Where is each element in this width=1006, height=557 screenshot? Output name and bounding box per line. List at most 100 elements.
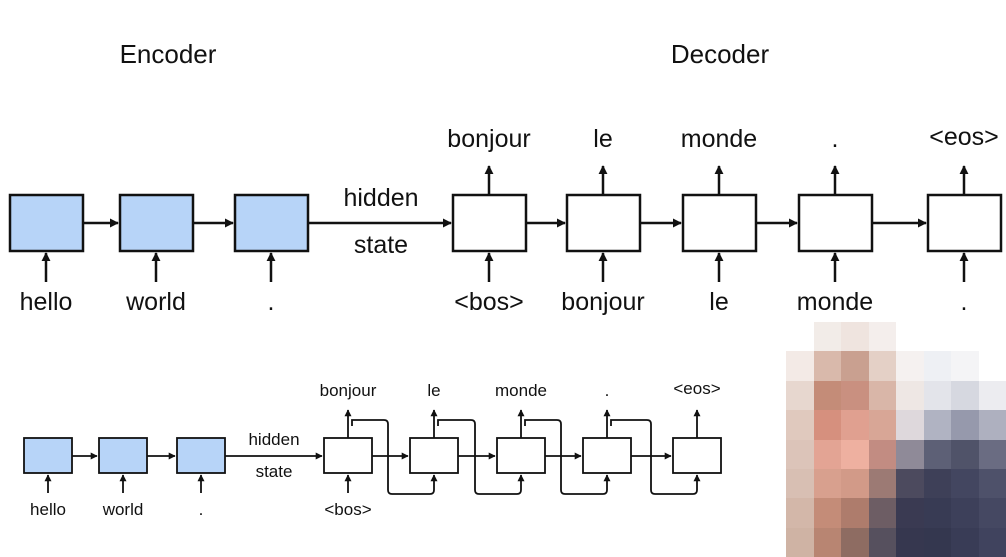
encoder-heading: Encoder (120, 39, 217, 69)
pixel-block (951, 527, 979, 557)
pixel-block (841, 380, 869, 411)
bottom-decoder-cell-1 (323, 437, 373, 474)
pixel-block (978, 410, 1006, 440)
bottom-encoder-cell-2 (98, 437, 148, 474)
pixel-block (841, 322, 869, 352)
pixel-block (951, 498, 979, 528)
top-decoder-cell-3 (681, 193, 758, 253)
bottom-decoder-cell-2 (409, 437, 459, 474)
pixel-block (896, 527, 924, 557)
pixel-block (923, 468, 951, 499)
bottom-feedback-loop-2 (437, 419, 525, 495)
pixel-block (896, 322, 924, 352)
decoder-heading: Decoder (671, 39, 770, 69)
bottom-dec-output-monde: monde (495, 381, 547, 400)
pixel-block (951, 322, 979, 352)
top-decoder-cell-2 (565, 193, 642, 253)
pixel-block (978, 439, 1006, 469)
pixel-block (786, 468, 814, 499)
pixel-block (786, 410, 814, 440)
pixel-block (813, 322, 841, 352)
top-dec-input-bos: <bos> (454, 288, 524, 316)
pixel-block (978, 527, 1006, 557)
pixel-block (868, 439, 896, 469)
bottom-dec-output-eos: <eos> (673, 379, 720, 398)
bottom-enc-input-world: world (102, 500, 144, 519)
pixel-block (896, 498, 924, 528)
top-hidden-state: hidden state (308, 184, 452, 259)
top-dec-output-period: . (832, 125, 839, 153)
pixel-block (786, 439, 814, 469)
top-encoder-cell-1 (8, 193, 85, 253)
bottom-encoder-cell-1 (23, 437, 73, 474)
pixel-block (896, 410, 924, 440)
bottom-dec-input-bos: <bos> (324, 500, 371, 519)
top-dec-input-bonjour: bonjour (561, 288, 644, 316)
bottom-encoder-cell-3 (176, 437, 226, 474)
pixel-block (841, 439, 869, 469)
bottom-enc-input-period: . (199, 500, 204, 519)
pixel-block (813, 468, 841, 499)
pixel-block (896, 439, 924, 469)
pixel-block (868, 498, 896, 528)
pixel-block (978, 322, 1006, 352)
pixel-block (868, 351, 896, 381)
pixel-block (923, 380, 951, 411)
pixel-block (896, 468, 924, 499)
pixel-block (786, 527, 814, 557)
pixel-block (786, 351, 814, 381)
pixel-block (813, 439, 841, 469)
top-enc-input-period: . (268, 288, 275, 316)
pixel-block (813, 410, 841, 440)
bottom-enc-input-hello: hello (30, 500, 66, 519)
pixel-block (841, 527, 869, 557)
top-encoder: hello world . (8, 193, 310, 316)
bottom-feedback-loop-3 (524, 419, 611, 495)
top-encoder-cell-3 (233, 193, 310, 253)
pixel-block (868, 468, 896, 499)
top-decoder-cell-1 (451, 193, 528, 253)
top-dec-input-monde: monde (797, 288, 873, 316)
bottom-decoder-cell-4 (582, 437, 632, 474)
pixel-block (841, 498, 869, 528)
pixel-block (923, 498, 951, 528)
pixel-block (951, 351, 979, 381)
bottom-hidden-state: hidden state (225, 430, 323, 481)
top-decoder-cell-5 (926, 193, 1003, 253)
pixel-block (786, 498, 814, 528)
bottom-decoder-cell-5 (672, 437, 722, 474)
pixel-block (841, 351, 869, 381)
pixel-block (813, 351, 841, 381)
bottom-decoder-cell-3 (496, 437, 546, 474)
pixel-block (841, 468, 869, 499)
top-dec-output-eos: <eos> (929, 123, 999, 151)
pixel-block (841, 410, 869, 440)
pixel-block (951, 468, 979, 499)
top-dec-output-le: le (593, 125, 612, 153)
pixel-block (868, 380, 896, 411)
top-state-label: state (354, 231, 408, 259)
bottom-state-label: state (256, 462, 293, 481)
pixel-block (923, 410, 951, 440)
pixel-block (978, 498, 1006, 528)
bottom-feedback-loop-1 (351, 419, 438, 495)
pixel-block (923, 527, 951, 557)
pixel-block (923, 351, 951, 381)
pixel-block (868, 322, 896, 352)
pixel-block (813, 380, 841, 411)
pixel-block (978, 351, 1006, 381)
top-enc-input-world: world (125, 288, 186, 316)
pixel-block (923, 322, 951, 352)
pixel-block (786, 322, 814, 352)
top-decoder-cell-4 (797, 193, 874, 253)
pixel-block (951, 410, 979, 440)
pixel-block (896, 380, 924, 411)
pixel-block (951, 439, 979, 469)
bottom-feedback-loop-4 (610, 419, 701, 495)
top-enc-input-hello: hello (20, 288, 73, 316)
bottom-hidden-label: hidden (248, 430, 299, 449)
bottom-dec-output-period: . (605, 381, 610, 400)
top-hidden-label: hidden (343, 184, 418, 212)
